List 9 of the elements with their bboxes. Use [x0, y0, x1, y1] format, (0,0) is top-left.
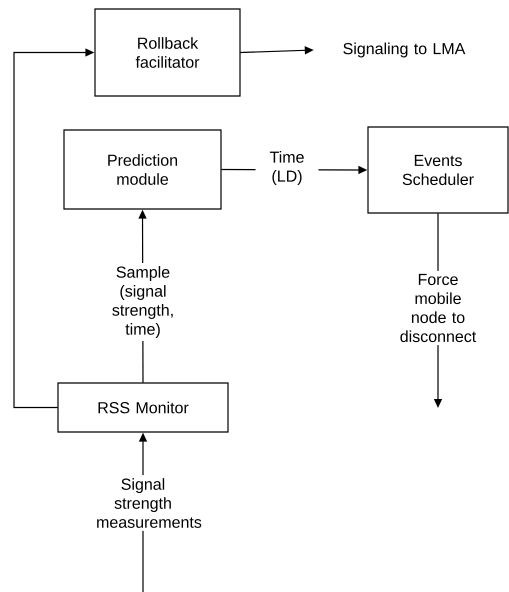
- process-box: Events Scheduler: [367, 126, 509, 214]
- edge-label: Sample (signal strength, time): [93, 263, 193, 341]
- process-box: Prediction module: [63, 129, 222, 210]
- edge-label: Force mobile node to disconnect: [394, 270, 482, 346]
- edge-label: Signal strength measurements: [93, 475, 202, 531]
- process-box: Rollback facilitator: [94, 8, 241, 97]
- process-box: RSS Monitor: [57, 382, 229, 433]
- edge-label: Time (LD): [256, 148, 318, 188]
- output-text: Signaling to LMA: [343, 42, 466, 58]
